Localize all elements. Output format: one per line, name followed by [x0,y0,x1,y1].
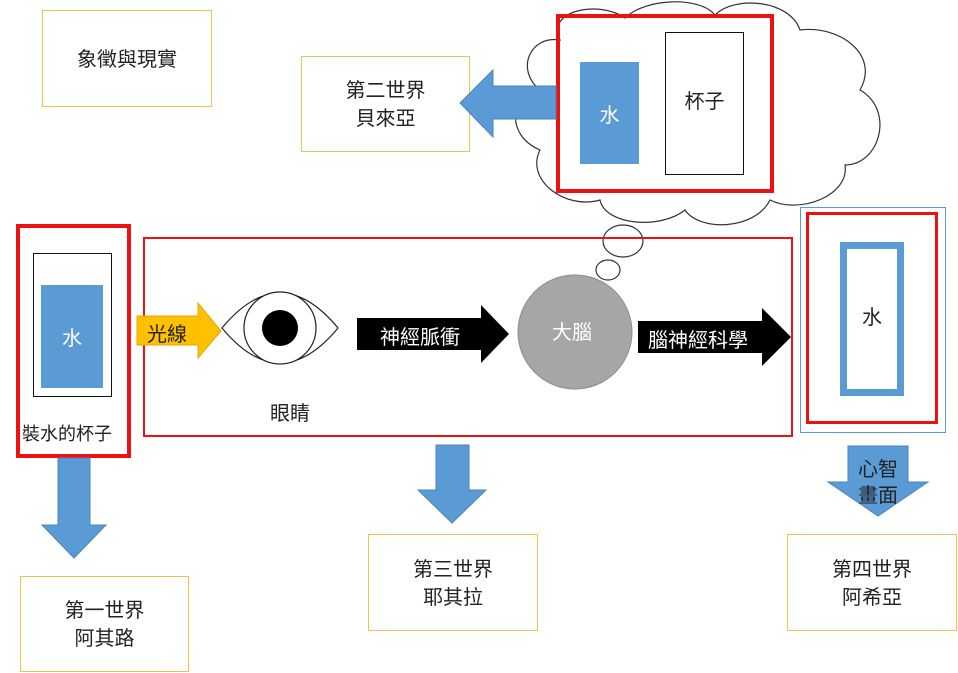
world2-line2: 貝來亞 [355,106,416,130]
down-arrow-world3-icon [416,444,488,524]
cup-red-frame [16,224,131,458]
mind-caption-line1: 心智 [858,457,898,481]
world4-line1: 第四世界 [832,556,912,581]
cup-water-label: 水 [62,326,82,350]
cloud-water-label: 水 [599,102,620,127]
eye-pupil [262,310,298,346]
neuro-arrow-icon [638,308,791,366]
world4-line2: 阿希亞 [842,584,902,609]
light-label: 光線 [147,322,187,346]
mind-outer-frame [800,207,946,433]
down-arrow-world4-icon [826,445,930,517]
thought-bubble-large [602,224,644,258]
cloud-water-rect: 水 [580,62,639,164]
cloud-cup-rect: 杯子 [665,32,744,175]
world4-box: 第四世界 阿希亞 [787,534,957,631]
cloud-red-frame [556,14,774,193]
world1-box: 第一世界 阿其路 [20,576,189,672]
title-box: 象徵與現實 [42,10,212,107]
world3-line2: 耶其拉 [423,584,483,609]
neuro-label: 腦神經科學 [648,328,748,352]
cloud-cup-label: 杯子 [684,89,725,113]
mind-caption: 心智 畫面 [848,456,908,508]
cup-water-rect: 水 [41,285,103,388]
mind-red-frame [806,212,938,424]
eye-label: 眼睛 [270,401,310,425]
light-arrow-icon [136,301,222,360]
down-arrow-world1-icon [40,457,108,559]
brain-label: 大腦 [552,320,592,344]
world1-line1: 第一世界 [64,598,145,622]
mind-water-label: 水 [862,304,882,329]
brain-circle [517,274,633,390]
cup-caption: 裝水的杯子 [22,424,112,445]
world3-line1: 第三世界 [413,556,493,581]
nerve-label: 神經脈衝 [380,325,460,349]
thought-bubble-small [595,259,621,281]
world1-line2: 阿其路 [74,626,135,650]
world2-line1: 第二世界 [345,78,426,102]
mind-caption-line2: 畫面 [858,483,898,507]
nerve-arrow-icon [357,305,509,363]
world3-box: 第三世界 耶其拉 [368,534,538,631]
mind-water-outline: 水 [840,242,904,396]
page-title: 象徵與現實 [77,46,177,71]
world2-box: 第二世界 貝來亞 [301,56,470,152]
